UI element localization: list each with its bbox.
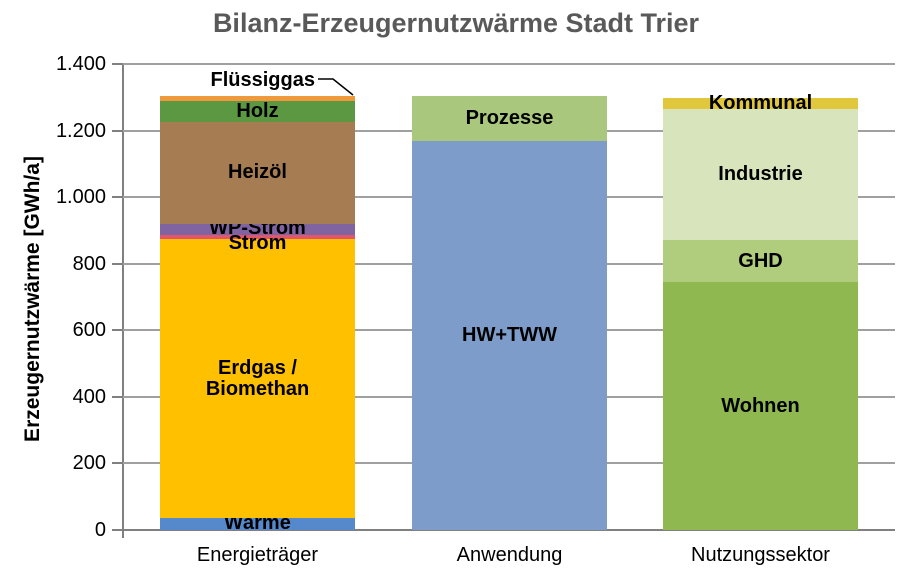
segment-label: Erdgas / Biomethan (205, 356, 310, 400)
segment-label-fluessiggas: Flüssiggas (210, 69, 315, 91)
chart-title: Bilanz-Erzeugernutzwärme Stadt Trier (212, 8, 700, 38)
y-tick-label-200: 200 (72, 452, 106, 475)
segment-label: Heizöl (228, 161, 287, 184)
segment-label: Wohnen (721, 394, 800, 417)
segment-label: HW+TWW (462, 323, 557, 346)
x-axis-label-energietraeger: Energieträger (196, 544, 319, 566)
y-tick-label-1-200: 1.200 (55, 119, 106, 142)
segment-label: GHD (738, 249, 783, 272)
y-axis-tick (112, 329, 123, 332)
y-tick-label-800: 800 (72, 252, 106, 275)
segment-erdgas-biomethan: Erdgas / Biomethan (160, 239, 355, 519)
y-tick-label-400: 400 (72, 385, 106, 408)
y-axis-tick (112, 262, 123, 265)
segment-heizoel: Heizöl (160, 121, 355, 225)
segment-wohnen: Wohnen (663, 282, 858, 530)
segment-holz: Holz (160, 99, 355, 122)
y-tick-label-1-400: 1.400 (55, 53, 106, 75)
y-tick-label-0: 0 (94, 519, 106, 541)
segment-ghd: GHD (663, 240, 858, 282)
y-axis-tick (112, 529, 123, 531)
segment-label: Holz (236, 99, 279, 122)
y-axis-title: Erzeugernutzwärme [GWh/a] (21, 156, 44, 442)
segment-strom: Strom (160, 232, 355, 253)
gridline (123, 63, 895, 65)
y-axis-tick (112, 129, 123, 132)
segment-kommunal: Kommunal (663, 93, 858, 114)
segment-wp-strom: WP-Strom (160, 218, 355, 239)
y-tick-label-600: 600 (72, 319, 106, 342)
x-axis-label-nutzungssektor: Nutzungssektor (691, 544, 830, 566)
x-axis-label-anwendung: Anwendung (456, 544, 563, 566)
y-axis-tick (112, 395, 123, 398)
segment-prozesse: Prozesse (412, 95, 607, 141)
y-axis-tick (112, 462, 123, 465)
segment-label: Prozesse (465, 106, 554, 129)
y-axis-line (122, 64, 124, 538)
segment-fluessiggas (160, 95, 355, 101)
x-axis-line (123, 529, 895, 531)
y-axis-tick (112, 196, 123, 199)
y-axis-tick (112, 63, 123, 65)
segment-industrie: Industrie (663, 108, 858, 241)
segment-label: Industrie (718, 163, 803, 186)
y-tick-label-1-000: 1.000 (55, 186, 106, 209)
segment-waerme: Wärme (160, 512, 355, 533)
segment-hw-tww: HW+TWW (412, 140, 607, 530)
